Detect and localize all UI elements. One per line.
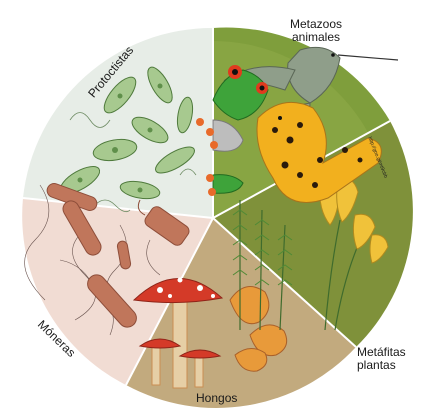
label-metazoos: Metazoos animales [283,18,349,44]
sector-metafitas [213,121,413,347]
fungi-illustration [132,277,288,389]
label-metafitas-line2: plantas [357,358,396,372]
protists-illustration [59,66,197,213]
animals-illustration [196,46,399,203]
label-metafitas-line1: Metáfitas [357,345,406,359]
jaguar [256,101,382,203]
sector-moneras [22,198,213,385]
label-metazoos-line2: animales [291,30,341,44]
label-metazoos-line1: Metazoos [289,17,343,31]
label-hongos: Hongos [196,391,238,405]
bacteria-illustration [24,183,190,336]
tree-frog [196,65,269,196]
label-metafitas: Metáfitas plantas [357,346,406,372]
